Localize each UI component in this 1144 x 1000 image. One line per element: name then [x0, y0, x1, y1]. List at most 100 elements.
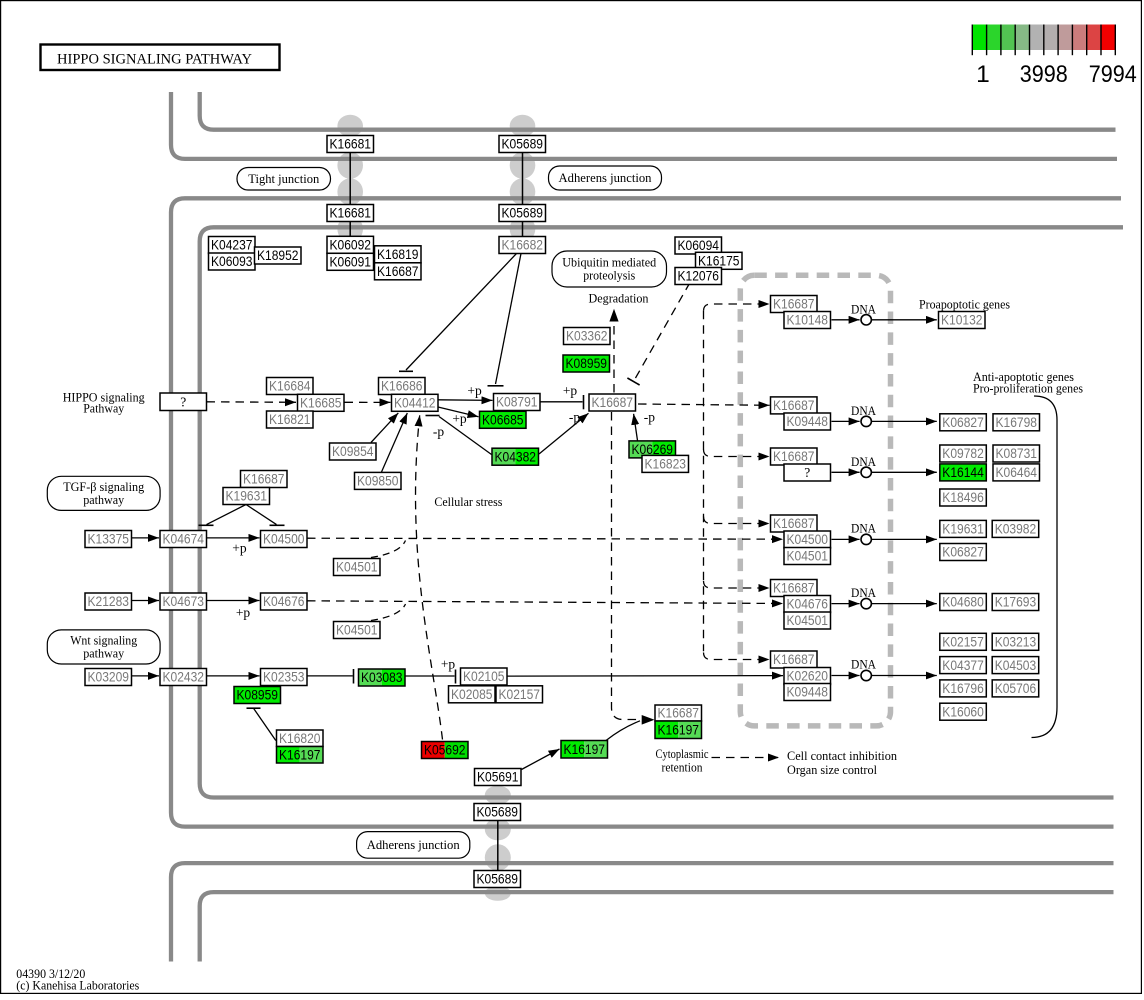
svg-text:K02085: K02085	[451, 687, 493, 702]
svg-text:K06091: K06091	[330, 255, 372, 270]
svg-text:DNA: DNA	[851, 303, 876, 317]
svg-text:pathway: pathway	[83, 646, 124, 661]
svg-text:K02620: K02620	[787, 669, 829, 684]
svg-text:K18952: K18952	[257, 248, 299, 263]
svg-text:retention: retention	[662, 760, 703, 775]
svg-text:+p: +p	[467, 383, 482, 398]
svg-text:K16682: K16682	[502, 238, 544, 253]
svg-text:K05691: K05691	[477, 770, 519, 785]
svg-text:Cell contact inhibition: Cell contact inhibition	[787, 748, 897, 763]
svg-text:K08959: K08959	[566, 356, 608, 371]
svg-text:+p: +p	[232, 541, 247, 556]
svg-text:K16819: K16819	[377, 247, 419, 262]
svg-text:K04501: K04501	[787, 613, 829, 628]
svg-text:K04382: K04382	[495, 449, 537, 464]
svg-text:Degradation: Degradation	[589, 291, 649, 306]
svg-text:K10132: K10132	[941, 313, 983, 328]
svg-text:K16823: K16823	[645, 457, 687, 472]
svg-text:Organ size control: Organ size control	[787, 762, 877, 777]
svg-text:K04503: K04503	[995, 658, 1037, 673]
svg-text:DNA: DNA	[851, 404, 876, 418]
svg-text:1: 1	[976, 61, 990, 88]
svg-text:K16687: K16687	[773, 652, 815, 667]
svg-text:-p: -p	[644, 410, 655, 425]
svg-text:proteolysis: proteolysis	[583, 268, 635, 283]
svg-text:K06094: K06094	[678, 238, 720, 253]
svg-text:K18496: K18496	[942, 490, 984, 505]
svg-text:K02353: K02353	[263, 670, 305, 685]
svg-text:K06827: K06827	[942, 545, 984, 560]
svg-text:K04237: K04237	[211, 238, 253, 253]
svg-text:K05689: K05689	[477, 872, 519, 887]
svg-text:K03083: K03083	[361, 670, 403, 685]
svg-text:K05689: K05689	[502, 137, 544, 152]
svg-text:K08791: K08791	[496, 395, 538, 410]
svg-text:K16798: K16798	[996, 415, 1038, 430]
svg-text:K16686: K16686	[381, 379, 423, 394]
svg-text:K16144: K16144	[942, 465, 984, 480]
svg-text:K03209: K03209	[88, 670, 130, 685]
svg-text:K09854: K09854	[332, 444, 374, 459]
svg-text:K16687: K16687	[658, 706, 700, 721]
svg-text:Adherens junction: Adherens junction	[559, 170, 652, 185]
svg-text:(c) Kanehisa Laboratories: (c) Kanehisa Laboratories	[16, 978, 139, 993]
svg-text:K16687: K16687	[377, 264, 419, 279]
svg-text:K02157: K02157	[499, 687, 541, 702]
svg-text:K09448: K09448	[787, 685, 829, 700]
svg-text:K06827: K06827	[942, 415, 984, 430]
svg-text:K16197: K16197	[658, 722, 700, 737]
svg-text:K12076: K12076	[678, 269, 720, 284]
svg-text:K16796: K16796	[942, 681, 984, 696]
svg-text:DNA: DNA	[851, 658, 876, 672]
svg-text:K04501: K04501	[336, 623, 378, 638]
svg-text:K06464: K06464	[996, 465, 1038, 480]
svg-text:K16687: K16687	[773, 449, 815, 464]
svg-text:3998: 3998	[1020, 61, 1068, 88]
svg-text:K16820: K16820	[279, 731, 321, 746]
svg-text:K05692: K05692	[424, 743, 466, 758]
svg-text:K04377: K04377	[942, 658, 984, 673]
svg-text:K16687: K16687	[243, 472, 285, 487]
svg-text:K03213: K03213	[995, 635, 1037, 650]
svg-text:K16684: K16684	[269, 379, 311, 394]
svg-text:K16681: K16681	[330, 137, 372, 152]
svg-text:7994: 7994	[1089, 61, 1137, 88]
svg-text:K02432: K02432	[163, 670, 205, 685]
svg-text:+p: +p	[236, 605, 251, 620]
svg-text:DNA: DNA	[851, 586, 876, 600]
svg-text:+p: +p	[452, 411, 467, 426]
svg-text:K04500: K04500	[263, 532, 305, 547]
svg-text:K09448: K09448	[787, 414, 829, 429]
svg-text:K16685: K16685	[300, 396, 342, 411]
svg-text:K16197: K16197	[564, 742, 606, 757]
svg-text:Tight junction: Tight junction	[248, 171, 319, 186]
svg-text:Pathway: Pathway	[83, 401, 124, 416]
svg-text:K05689: K05689	[477, 805, 519, 820]
svg-text:K13375: K13375	[88, 532, 130, 547]
svg-text:K16175: K16175	[698, 254, 740, 269]
svg-text:DNA: DNA	[851, 522, 876, 536]
svg-text:K04500: K04500	[787, 532, 829, 547]
svg-text:?: ?	[804, 465, 810, 480]
svg-text:K04673: K04673	[163, 594, 205, 609]
svg-text:K16687: K16687	[773, 398, 815, 413]
svg-text:K16687: K16687	[773, 297, 815, 312]
svg-text:+p: +p	[441, 657, 456, 672]
svg-text:K08731: K08731	[996, 446, 1038, 461]
svg-text:K04501: K04501	[336, 560, 378, 575]
svg-text:K17693: K17693	[995, 595, 1037, 610]
svg-text:K03362: K03362	[566, 329, 608, 344]
svg-text:K04676: K04676	[263, 594, 305, 609]
svg-text:+p: +p	[563, 383, 578, 398]
svg-text:-p: -p	[433, 424, 444, 439]
svg-text:K16197: K16197	[279, 747, 321, 762]
svg-text:K04674: K04674	[163, 532, 205, 547]
svg-text:K04680: K04680	[942, 595, 984, 610]
svg-text:K16821: K16821	[269, 412, 311, 427]
svg-text:K08959: K08959	[237, 688, 279, 703]
svg-text:K10148: K10148	[787, 313, 829, 328]
svg-text:K09850: K09850	[357, 474, 399, 489]
svg-text:K06685: K06685	[482, 413, 524, 428]
svg-text:K19631: K19631	[226, 489, 268, 504]
svg-text:K04501: K04501	[787, 549, 829, 564]
